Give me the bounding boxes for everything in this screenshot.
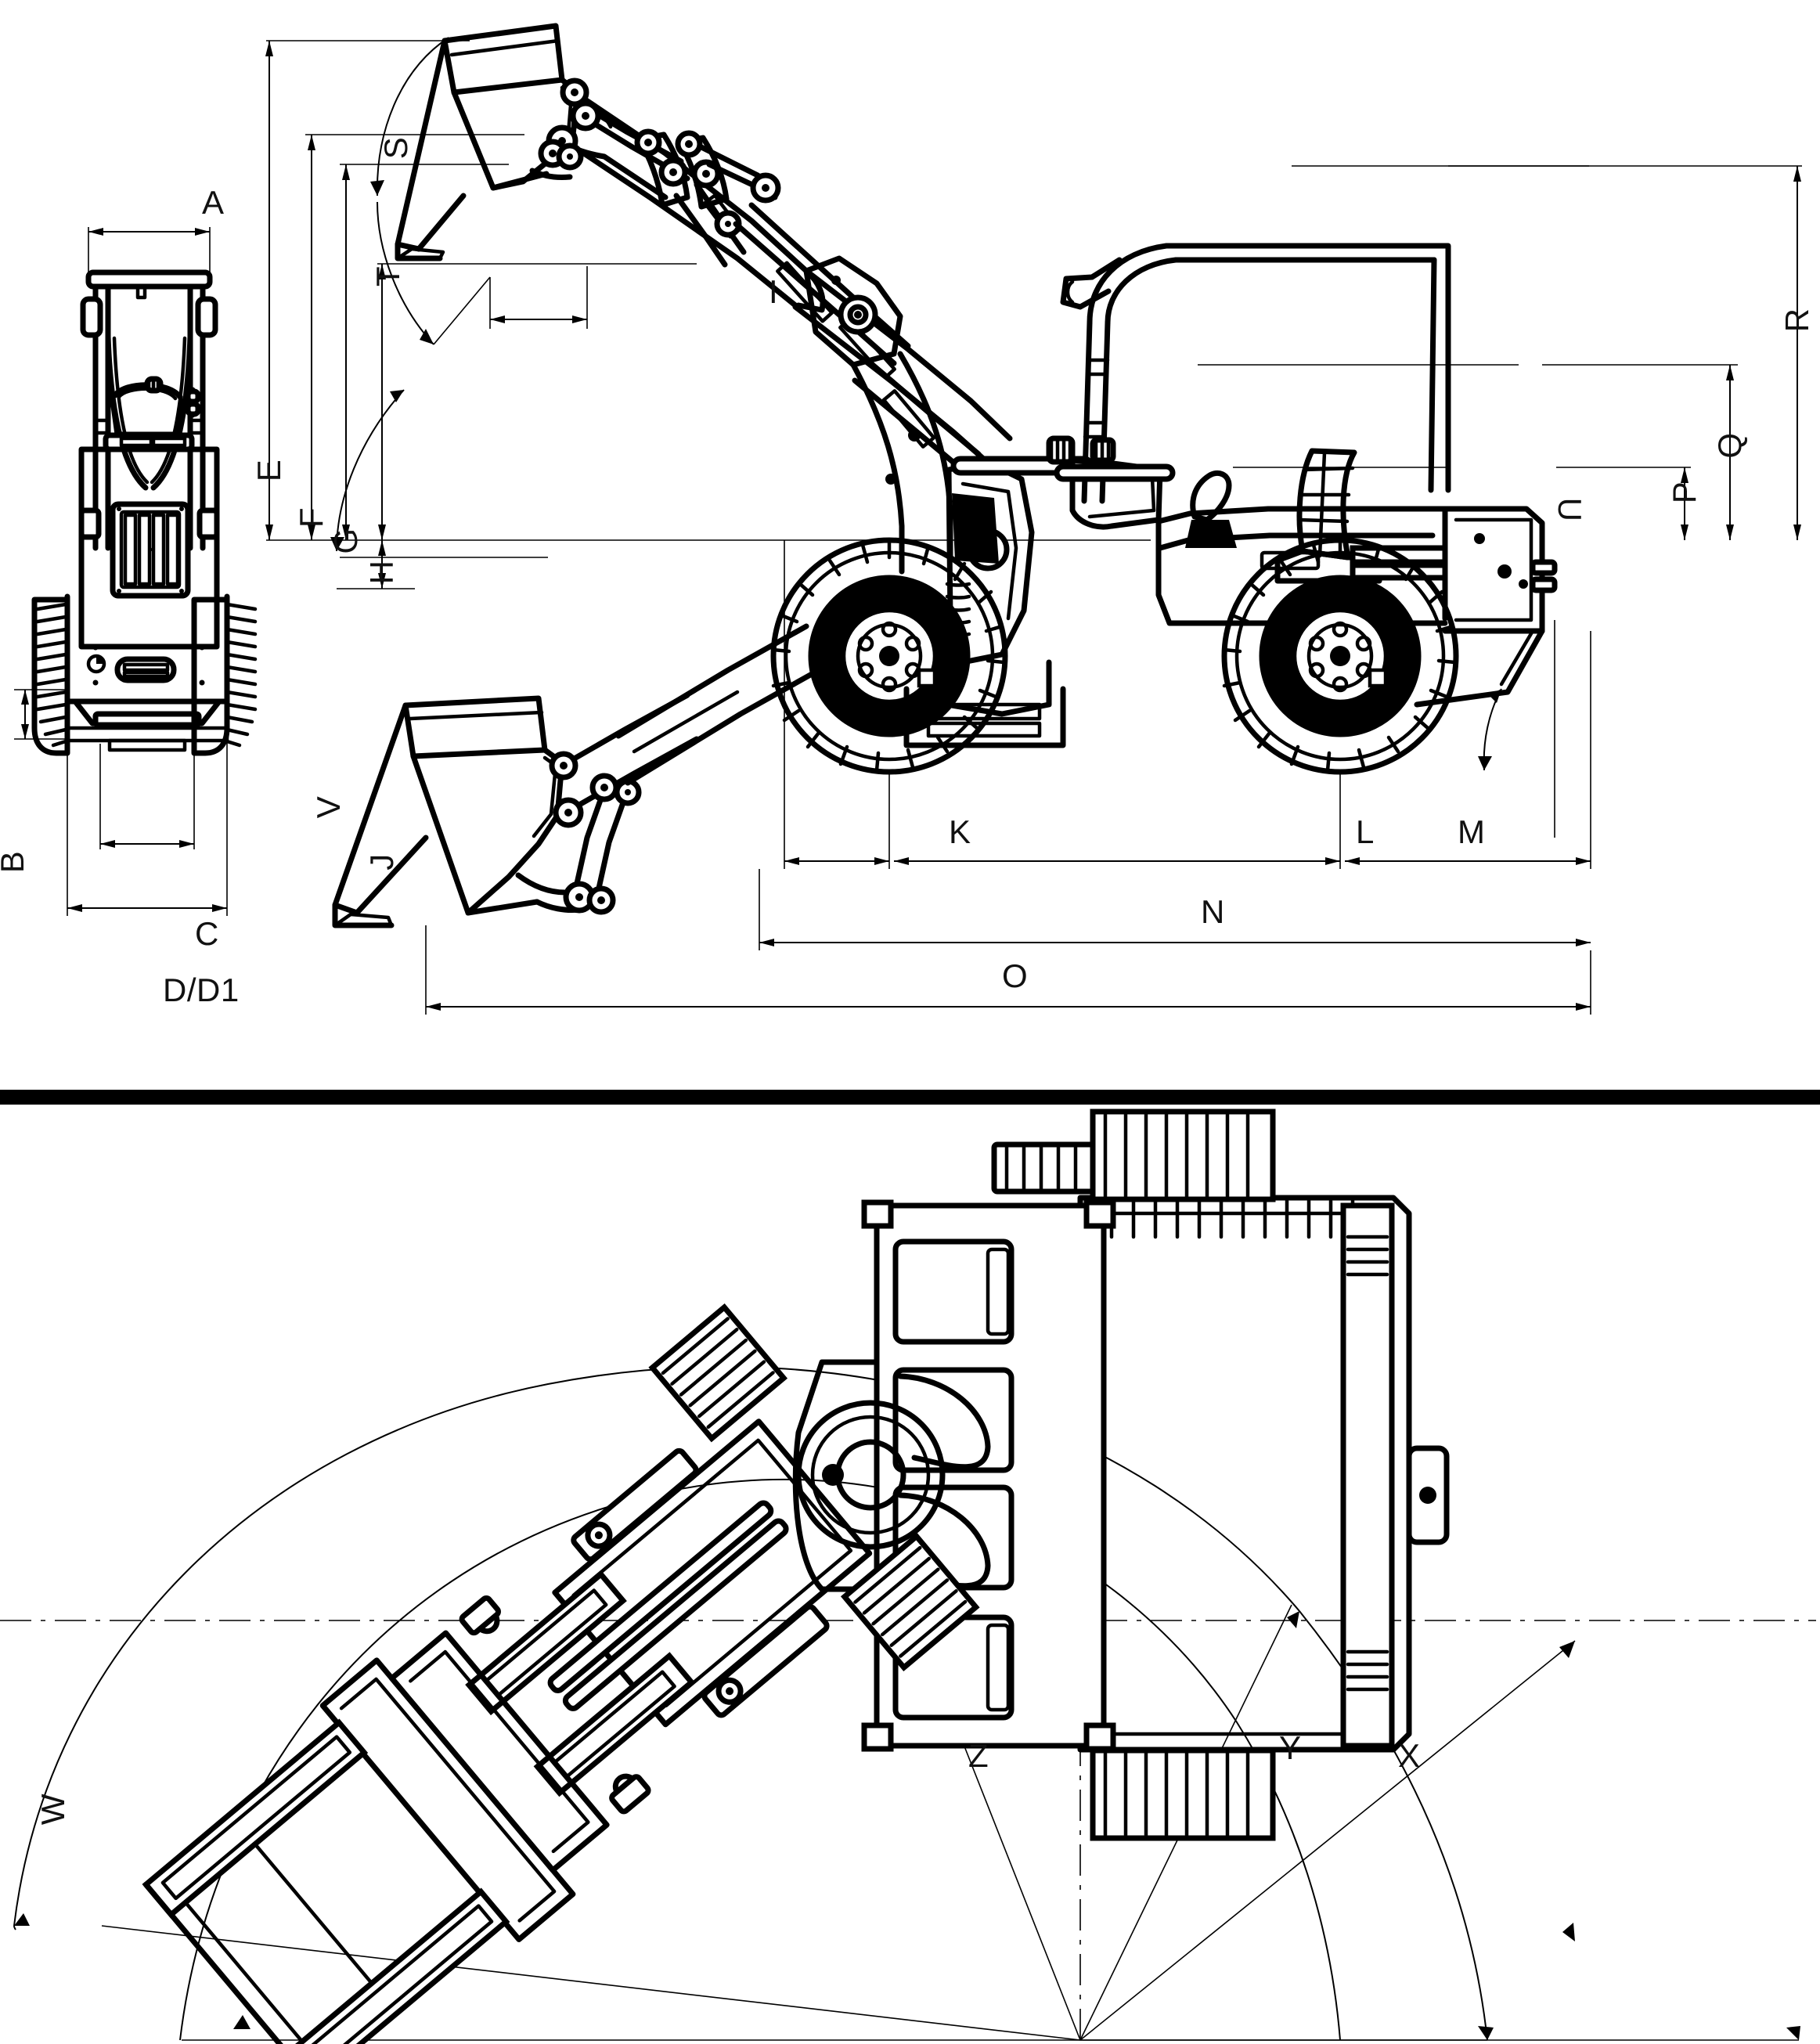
front-chassis-boom — [792, 255, 1013, 575]
front-operator-seat — [103, 376, 201, 452]
dimension-label-D-D1: D/D1 — [163, 972, 240, 1008]
dimension-E — [265, 41, 273, 540]
dimension-label-Q: Q — [1711, 432, 1748, 459]
dimension-label-X: X — [1398, 1737, 1421, 1774]
articulation-joint — [903, 435, 1094, 748]
dimension-V-angle — [1478, 620, 1555, 838]
dimension-A — [88, 227, 211, 272]
rear-cab-canopy — [1060, 243, 1451, 504]
dimension-O — [425, 925, 1591, 1015]
side-view-panel — [258, 0, 1820, 1088]
dimension-B — [14, 689, 69, 740]
panel-divider — [0, 1090, 1820, 1105]
dimension-K — [784, 540, 890, 869]
dimension-label-G: G — [327, 528, 364, 554]
dimension-P — [1556, 467, 1691, 540]
dimension-label-I: I — [769, 273, 779, 310]
dimension-Q — [1542, 364, 1738, 540]
rear-wheel — [1221, 537, 1459, 775]
dimension-label-Y: Y — [1279, 1729, 1302, 1766]
dimension-label-F: F — [293, 506, 330, 528]
dimension-label-E: E — [250, 459, 287, 482]
lowered-bucket — [332, 695, 582, 928]
dimension-J — [337, 540, 415, 589]
dimension-label-L: L — [1356, 813, 1375, 850]
raised-boom-linkage — [538, 78, 911, 380]
front-axle-detail — [65, 726, 229, 752]
dimension-label-V: U — [1552, 497, 1588, 522]
front-lower-frame — [64, 593, 230, 728]
top-view-rear-tyres — [1090, 1109, 1276, 1841]
dimension-label-T: T — [369, 265, 406, 287]
dimension-label-O: O — [1002, 957, 1029, 994]
dimension-R — [1448, 165, 1802, 540]
front-view-panel — [0, 0, 258, 1088]
top-view-front-half — [142, 1419, 873, 2044]
turning-radius-arcs — [13, 1365, 1488, 2041]
dimension-label-A: A — [202, 184, 225, 221]
dimension-F — [308, 135, 315, 540]
dimension-label-W: W — [34, 1793, 71, 1826]
front-left-tyre — [31, 597, 70, 756]
dimension-label-J: J — [363, 853, 400, 871]
dimension-label-S: S — [377, 136, 414, 160]
dimension-N — [759, 869, 1591, 950]
dimension-S-arc — [370, 37, 449, 196]
dimension-I — [489, 266, 588, 329]
turning-radius-arrowheads — [14, 1611, 1800, 2040]
dimension-label-R: R — [1779, 308, 1815, 333]
front-body — [78, 446, 220, 650]
top-view-front-tyres — [648, 1303, 980, 1672]
dimension-label-N: N — [1201, 893, 1225, 930]
dimension-G — [342, 164, 350, 540]
dimension-T-arc — [377, 201, 491, 345]
dimension-D-D1 — [67, 739, 228, 916]
dimension-label-Z: Z — [968, 1737, 989, 1774]
dimension-L — [894, 772, 1341, 869]
dimension-label-H: H — [363, 560, 400, 585]
dimension-M — [1345, 631, 1591, 869]
dimension-U-arc — [330, 389, 405, 552]
dimension-label-U: V — [310, 795, 347, 819]
dimension-label-B: B — [0, 846, 31, 878]
dimension-C — [99, 744, 195, 849]
dimension-label-C: C — [195, 915, 219, 952]
dimension-H — [378, 264, 386, 540]
dimension-label-K: K — [949, 813, 971, 850]
dimension-label-M: M — [1458, 813, 1486, 850]
dimension-label-P: P — [1666, 481, 1703, 504]
lowered-boom-linkage — [549, 623, 822, 915]
front-right-tyre — [191, 597, 258, 756]
top-view-panel — [0, 1104, 1820, 2044]
